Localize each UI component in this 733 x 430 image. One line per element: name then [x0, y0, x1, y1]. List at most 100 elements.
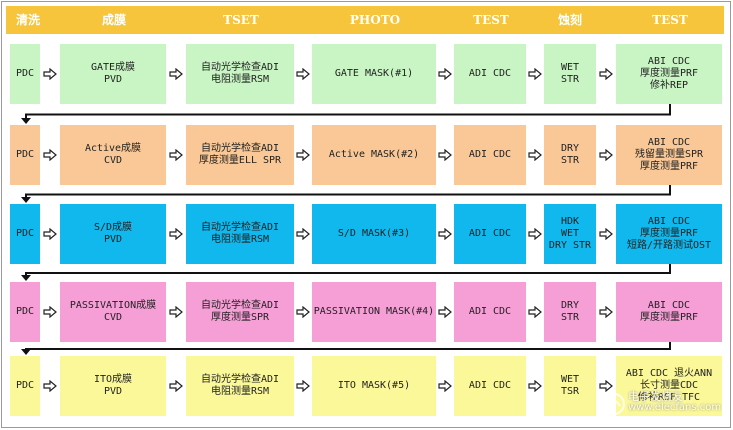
flow-arrow-icon [438, 149, 452, 161]
header-cell: 成膜 [101, 13, 126, 27]
step-label: ADI CDC [468, 380, 512, 391]
flow-arrow-icon [43, 306, 57, 318]
step-label: HDK [560, 216, 580, 227]
header-cell: TSET [223, 13, 259, 27]
header-cell: 蚀刻 [557, 13, 582, 27]
header-cell: TEST [652, 13, 688, 27]
step-label: CVD [103, 155, 123, 166]
step-label: ABI CDC [647, 216, 691, 227]
flow-arrow-icon [296, 306, 310, 318]
flow-arrow-icon [438, 228, 452, 240]
step-label: 厚度测量PRF [639, 68, 699, 79]
step-label: 电阻测量RSM [210, 386, 270, 397]
header-cell: 清洗 [15, 13, 40, 27]
step-label: PVD [103, 386, 123, 397]
process-step: PDC [10, 125, 40, 185]
flow-arrow-icon [296, 149, 310, 161]
step-label: S/D成膜 [93, 222, 133, 233]
step-label: PASSIVATION成膜 [69, 300, 157, 311]
step-label: DRY [560, 143, 580, 154]
step-label: GATE MASK(#1) [334, 68, 414, 79]
flow-arrow-icon [438, 380, 452, 392]
flow-arrow-icon [599, 68, 613, 80]
step-label: 修补REP [649, 80, 689, 91]
step-label: WET [560, 62, 580, 73]
step-label: Active MASK(#2) [328, 149, 420, 160]
flow-arrow-icon [169, 68, 183, 80]
step-label: ADI CDC [468, 306, 512, 317]
process-step: S/D MASK(#3) [312, 204, 436, 264]
step-label: 电阻测量RSM [210, 74, 270, 85]
watermark-text: 电子发烧友 [628, 390, 683, 403]
flow-arrow-icon [599, 149, 613, 161]
flow-arrow-icon [528, 228, 542, 240]
step-label: ABI CDC [647, 56, 691, 67]
step-label: STR [560, 74, 580, 85]
step-label: 残留量测量SPR [634, 149, 704, 160]
process-step: ADI CDC [454, 204, 526, 264]
flow-arrow-icon [296, 228, 310, 240]
flow-arrow-icon [438, 306, 452, 318]
process-step: GATE MASK(#1) [312, 44, 436, 104]
flow-arrow-icon [528, 68, 542, 80]
flow-arrow-icon [528, 380, 542, 392]
flow-arrow-icon [296, 380, 310, 392]
process-step: ADI CDC [454, 282, 526, 342]
process-step: PDC [10, 356, 40, 416]
step-label: DRY STR [548, 240, 592, 251]
step-label: PDC [15, 306, 35, 317]
step-label: PDC [15, 228, 35, 239]
flow-arrow-icon [43, 228, 57, 240]
step-label: ADI CDC [468, 68, 512, 79]
flow-arrow-icon [169, 149, 183, 161]
flow-arrow-icon [43, 149, 57, 161]
step-label: 厚度测量PRF [639, 228, 699, 239]
step-label: 自动光学检查ADI [200, 62, 280, 73]
process-step: PDC [10, 282, 40, 342]
step-label: DRY [560, 300, 580, 311]
step-label: PVD [103, 234, 123, 245]
flow-arrow-icon [169, 228, 183, 240]
step-label: PDC [15, 68, 35, 79]
step-label: 厚度测量ELL SPR [198, 155, 282, 166]
step-label: 自动光学检查ADI [200, 222, 280, 233]
flow-arrow-icon [438, 68, 452, 80]
flow-arrow-icon [296, 68, 310, 80]
step-label: ABI CDC [647, 300, 691, 311]
process-step: ADI CDC [454, 44, 526, 104]
step-label: 自动光学检查ADI [200, 300, 280, 311]
step-label: PVD [103, 74, 123, 85]
step-label: ABI CDC 退火ANN [625, 368, 713, 379]
flow-arrow-icon [169, 306, 183, 318]
step-label: ADI CDC [468, 149, 512, 160]
watermark: 电子发烧友 www.elecfans.com [602, 384, 726, 424]
process-step: ITO MASK(#5) [312, 356, 436, 416]
step-label: 短路/开路测试OST [626, 240, 712, 251]
watermark-logo-icon [603, 393, 625, 415]
step-label: STR [560, 155, 580, 166]
step-label: TSR [560, 386, 580, 397]
step-label: ABI CDC [647, 137, 691, 148]
step-label: 自动光学检查ADI [200, 374, 280, 385]
step-label: WET [560, 374, 580, 385]
step-label: Active成膜 [84, 143, 142, 154]
step-label: WET [560, 228, 580, 239]
step-label: STR [560, 312, 580, 323]
watermark-url: www.elecfans.com [628, 402, 722, 413]
step-label: 自动光学检查ADI [200, 143, 280, 154]
step-label: ITO MASK(#5) [337, 380, 411, 391]
flow-arrow-icon [169, 380, 183, 392]
